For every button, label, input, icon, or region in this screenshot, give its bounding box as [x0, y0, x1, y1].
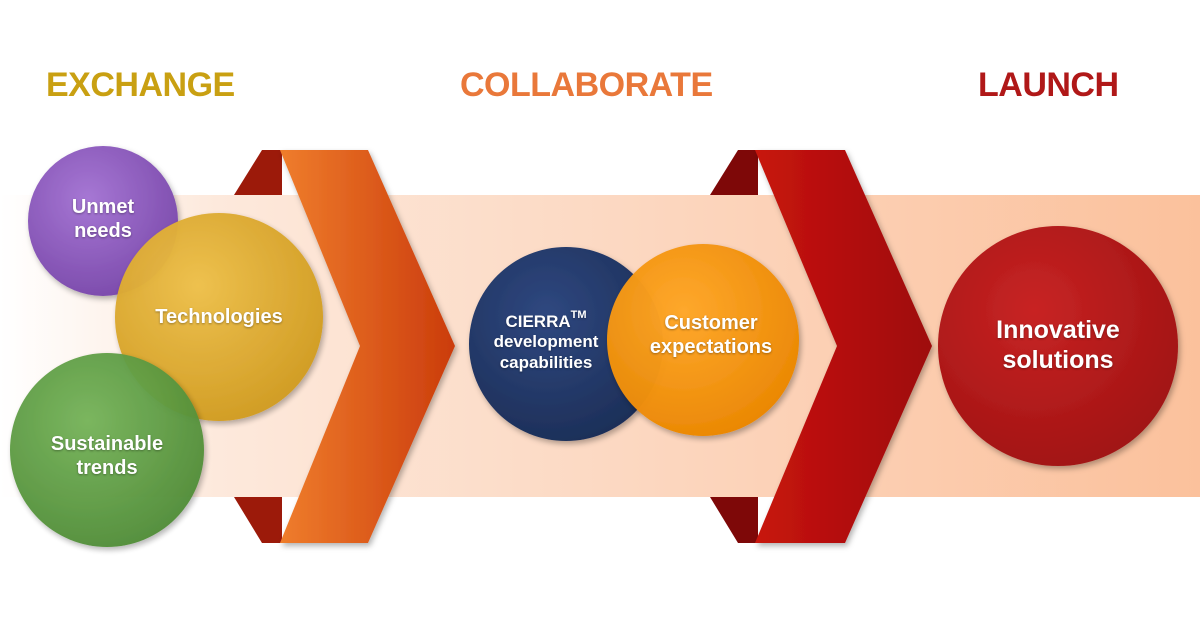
innovative-solutions-label: Innovative solutions [968, 315, 1148, 375]
cierra-line2: development [493, 332, 599, 352]
technologies-label: Technologies [139, 305, 299, 329]
sustainable-trends-line1: Sustainable [50, 433, 164, 455]
customer-expectations-circle [607, 244, 799, 436]
unmet-needs-line2: needs [74, 220, 132, 242]
innovative-solutions-circle [938, 226, 1178, 466]
sustainable-trends-label: Sustainable trends [27, 432, 187, 480]
sustainable-trends-line2: trends [76, 457, 138, 479]
exchange-heading: EXCHANGE [46, 66, 235, 104]
customer-expectations-label: Customer expectations [628, 311, 794, 359]
innovative-solutions-line1: Innovative [996, 316, 1120, 344]
trademark-symbol: TM [570, 309, 587, 321]
launch-heading: LAUNCH [978, 66, 1119, 104]
unmet-needs-label: Unmet needs [48, 195, 158, 243]
cierra-line3: capabilities [499, 352, 593, 372]
chevron-arrow-2 [710, 150, 932, 543]
technologies-circle [115, 213, 323, 421]
cierra-line1: CIERRATM [476, 309, 616, 332]
sustainable-trends-circle [10, 353, 204, 547]
unmet-needs-line1: Unmet [71, 196, 135, 218]
cierra-label: CIERRATM development capabilities [476, 309, 616, 373]
technologies-line1: Technologies [155, 306, 283, 328]
cierra-brand: CIERRA [505, 312, 571, 331]
collaborate-heading: COLLABORATE [460, 66, 713, 104]
cierra-circle [469, 247, 663, 441]
customer-expectations-line1: Customer [664, 312, 758, 334]
innovative-solutions-line2: solutions [1002, 346, 1114, 374]
customer-expectations-line2: expectations [649, 336, 773, 358]
chevron-arrow-1 [234, 150, 455, 543]
